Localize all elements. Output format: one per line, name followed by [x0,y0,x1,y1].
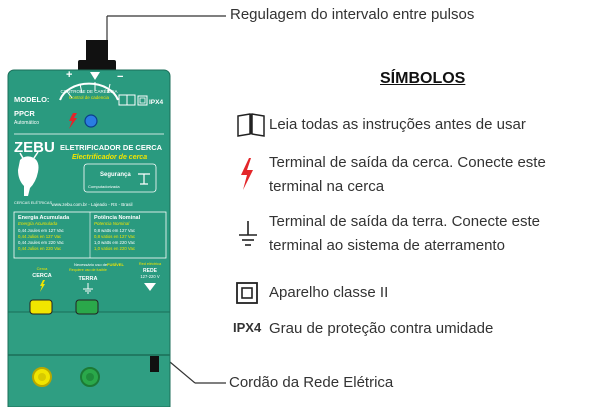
book-icon [237,113,265,137]
lightning-icon [241,158,253,190]
website: www.zebu.com.br - Lajeado - RS - Brasil [51,202,132,207]
symbol-text: Terminal de saída da cerca. Conecte este… [269,154,546,195]
model-label: MODELO: [14,95,49,104]
energy-row: 0,44 Joules em 127 Vac [18,228,65,233]
product-subtitle: Electrificador de cerca [72,154,147,161]
product-title: ELETRIFICADOR DE CERCA [60,143,163,152]
safety-badge [83,163,157,193]
zebu-logo [18,151,39,196]
power-header: Potência Nominal [94,215,141,221]
device-ipx: IPX4 [149,99,163,106]
safety-label: Segurança [100,172,131,178]
model-sub: Automático [14,120,39,126]
network-sub: Red eléctrica [139,262,162,266]
double-square-icon [236,282,258,304]
energy-header-es: Energía Acumulada [18,221,58,226]
network-label: REDE [143,268,158,274]
power-row: 1,0 vatios en 220 Vac [94,246,136,251]
minus-sign: − [117,71,123,83]
ground-icon [239,221,257,246]
fence-sub: Cerca [37,266,48,271]
power-row: 1,0 watts em 220 Vac [94,240,136,245]
knob-sub: Control de cadencia [69,95,110,100]
energy-row: 0,44 Julios en 220 Vac [18,246,62,251]
knob-title: CONTROLE DE CARÊNCIA [60,87,117,94]
energy-header: Energia Acumulada [18,215,70,221]
usage-note-es: Requiere uso de fusible [69,268,107,272]
power-header-es: Potencia Nominal [94,221,130,226]
usage-note: Necessário uso de [74,262,108,267]
fuse-label: FUSÍVEL [107,262,124,267]
symbols-title: SÍMBOLOS [380,70,466,87]
symbol-text: Aparelho classe II [269,284,389,301]
plus-sign: + [66,69,72,81]
brand-name: ZEBU [14,139,55,156]
symbol-text: Grau de proteção contra umidade [269,320,494,337]
energy-row: 0,44 Joules em 220 Vac [18,240,65,245]
symbol-text: Leia todas as instruções antes de usar [269,116,526,133]
pulse-interval-callout: Regulagem do intervalo entre pulsos [230,6,475,23]
fence-label: CERCA [32,273,52,279]
knob-pointer [90,72,100,80]
device-book-icon [118,94,136,106]
safety-sub: Computadorizada [88,184,120,189]
power-row: 0,8 vatios en 127 Vac [94,234,136,239]
energy-row: 0,44 Julios en 127 Vac [18,234,62,239]
brand-sub: CERCAS ELÉTRICAS [14,200,52,205]
ground-label: TERRA [79,276,98,282]
fence-terminal [29,299,53,315]
power-cord [150,356,159,372]
symbol-text: Terminal de saída da terra. Conecte este… [269,213,540,254]
indicator-led [84,114,98,128]
ground-terminal [75,299,99,315]
voltage-label: 127-220 V [140,274,160,279]
model-name: PPCR [14,109,35,118]
power-row: 0,8 watts em 127 Vac [94,228,136,233]
ipx4-icon: IPX4 [233,320,262,335]
power-cord-callout: Cordão da Rede Elétrica [229,374,394,391]
pulse-knob [86,40,108,66]
